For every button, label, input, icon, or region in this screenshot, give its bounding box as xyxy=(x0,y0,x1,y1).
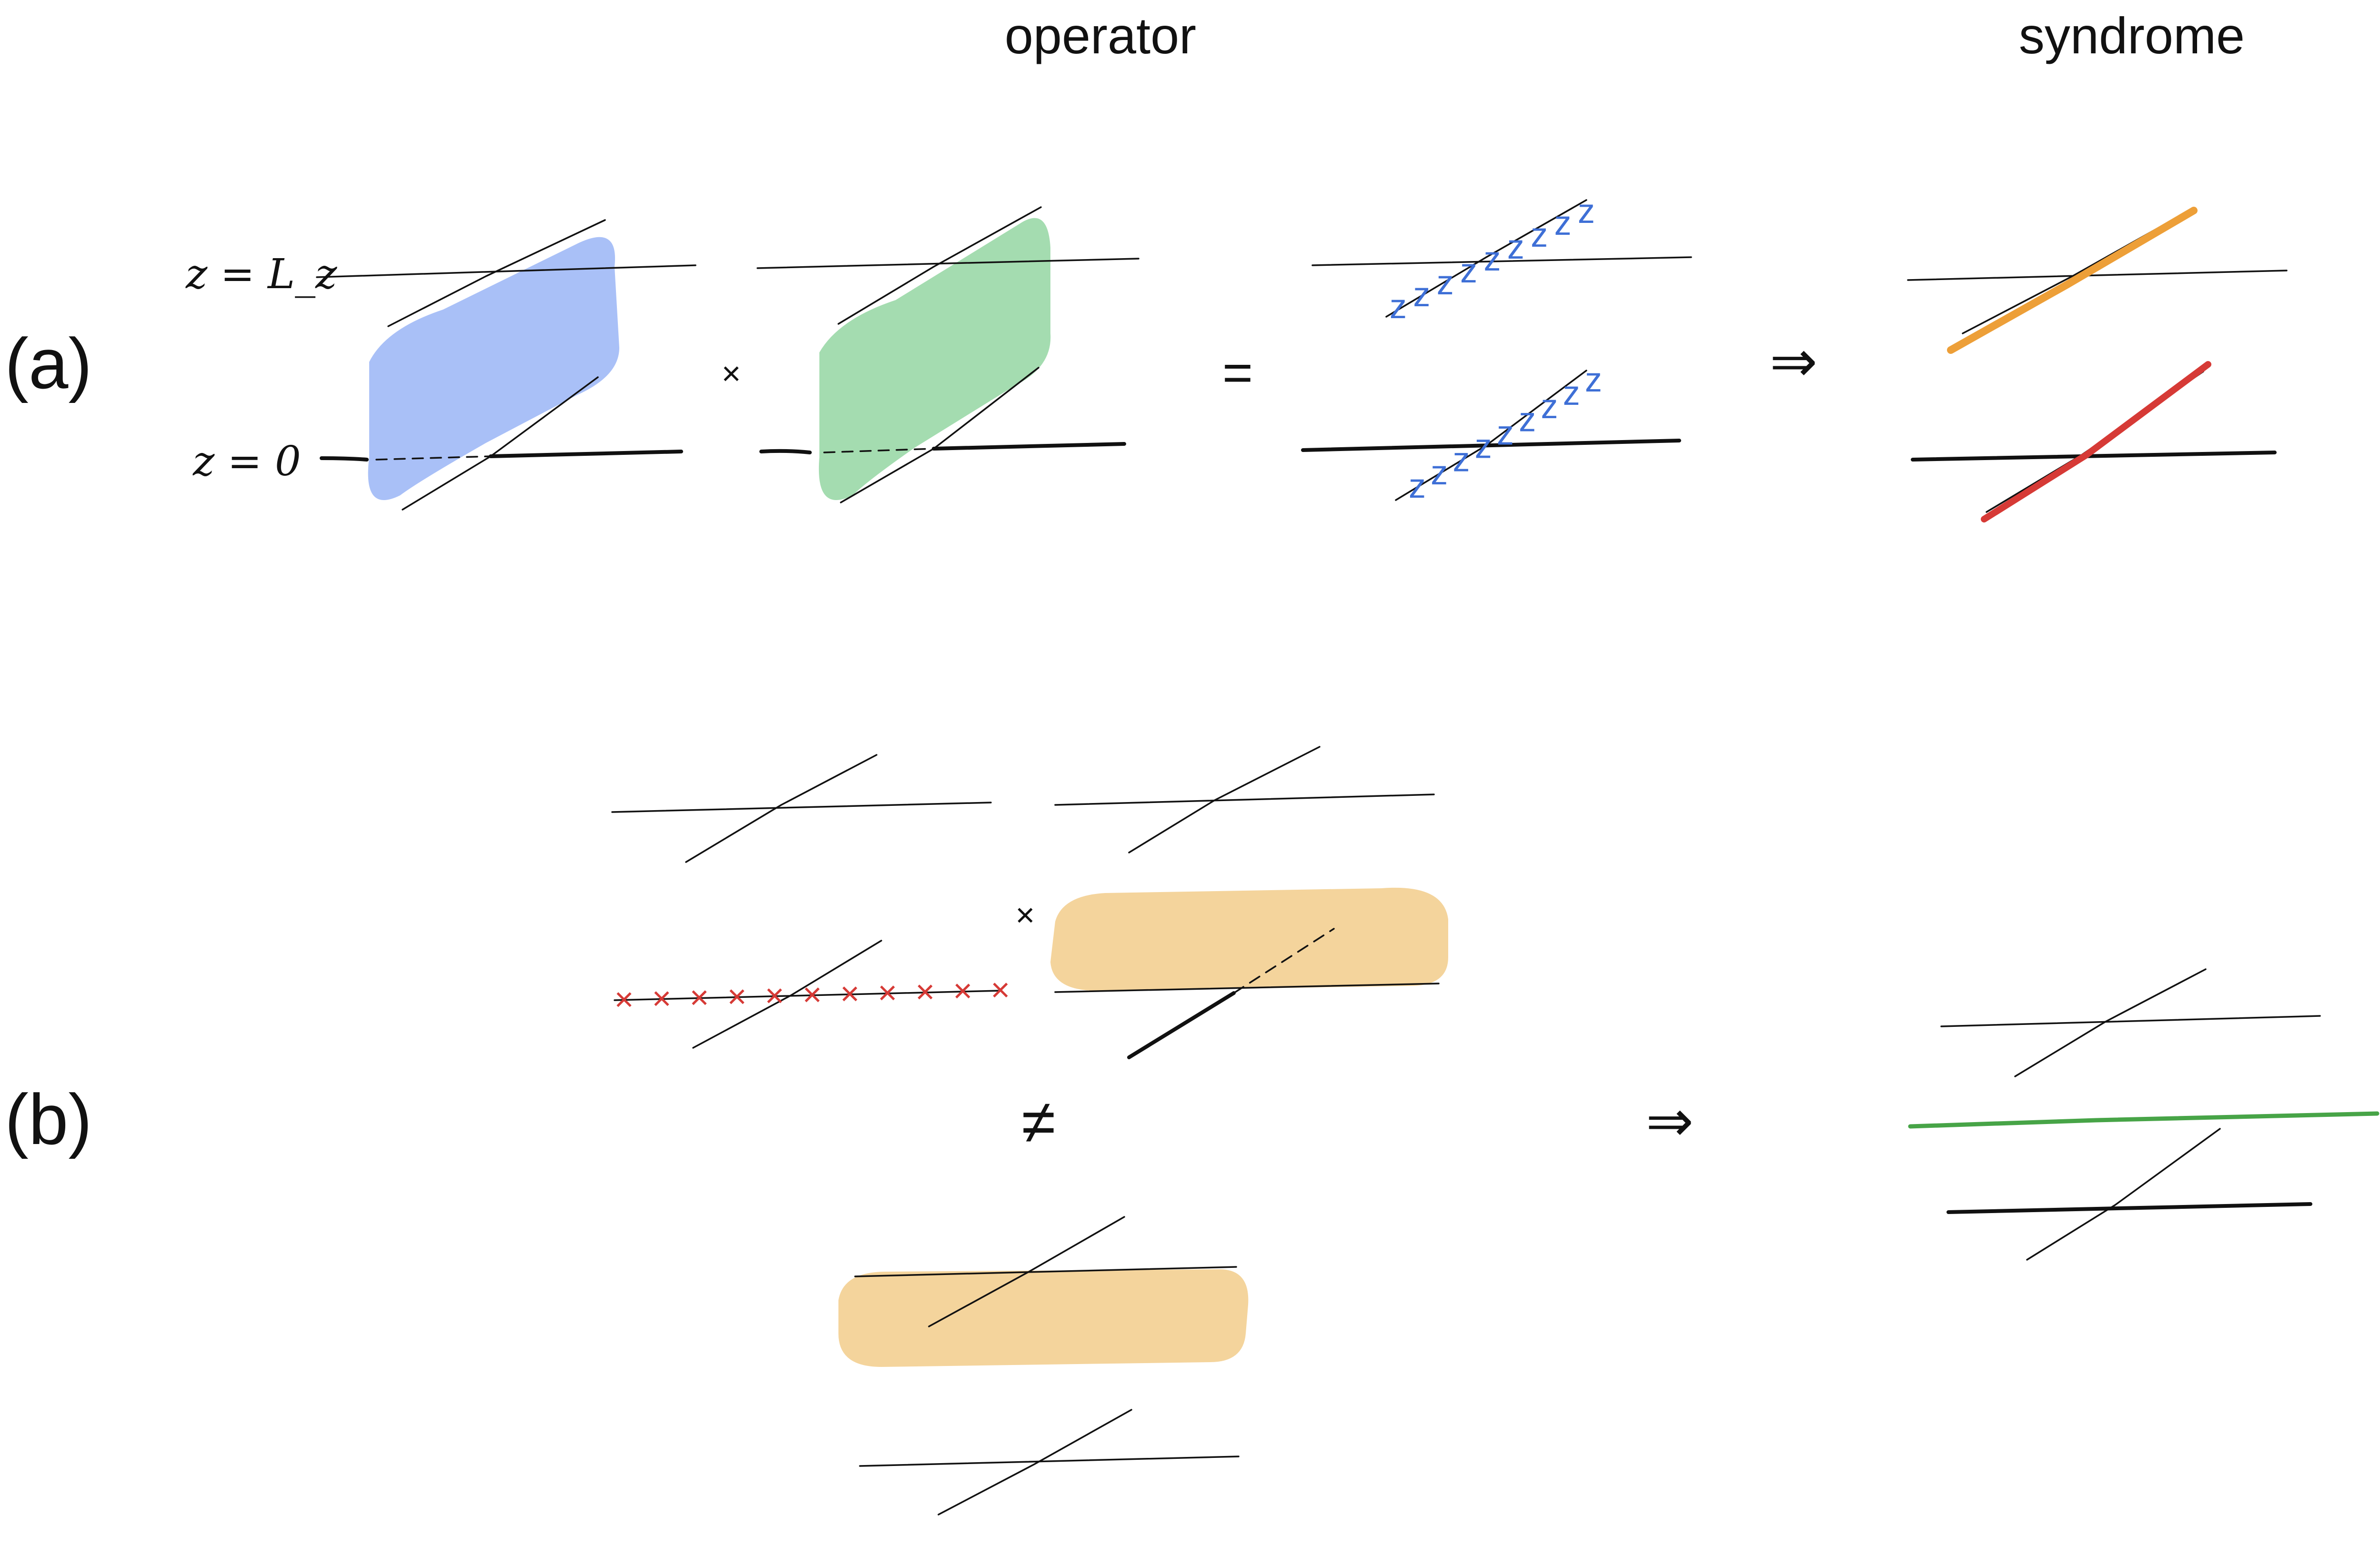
z-mark: z xyxy=(1497,414,1514,452)
x-mark: × xyxy=(765,977,785,1014)
boundary-line-bottom xyxy=(1911,451,2277,462)
diag-line-top xyxy=(837,206,1042,325)
x-mark: × xyxy=(991,971,1010,1008)
boundary-line-bottom xyxy=(614,990,1001,1001)
diag-line-bottom xyxy=(840,367,1039,503)
z-mark: z xyxy=(1390,288,1407,326)
z-mark: z xyxy=(1519,401,1536,439)
diag-line-top xyxy=(1385,199,1587,318)
diag-line-top xyxy=(1128,746,1321,853)
boundary-line-top xyxy=(756,258,1140,269)
equals-symbol-a: = xyxy=(1222,343,1253,402)
z-mark: z xyxy=(1484,240,1501,278)
z-mark: z xyxy=(1460,252,1477,290)
boundary-line-bottom xyxy=(1946,1202,2312,1214)
x-mark: × xyxy=(652,980,672,1017)
diag-line-bottom xyxy=(938,1409,1132,1516)
header-syndrome: syndrome xyxy=(2019,7,2245,64)
green-membrane xyxy=(818,218,1051,500)
boundary-line-bottom-left xyxy=(759,449,812,454)
bottom-boundary-label: z = 0 xyxy=(192,438,301,485)
boundary-line-top xyxy=(1054,793,1435,806)
z-mark: z xyxy=(1475,427,1492,465)
panel-label-a: (a) xyxy=(5,323,92,403)
x-mark: × xyxy=(727,978,747,1015)
z-mark: z xyxy=(1563,374,1580,412)
panel-a-cell-2 xyxy=(756,206,1140,503)
implies-symbol-b: ⇒ xyxy=(1646,1089,1694,1153)
boundary-line-bottom-dashed xyxy=(823,448,935,453)
orange-membrane-bottom xyxy=(838,1269,1249,1367)
panel-a-syndrome xyxy=(1907,207,2288,522)
diag-line-bottom xyxy=(402,376,599,511)
x-mark: × xyxy=(840,975,860,1012)
x-mark: × xyxy=(615,981,634,1018)
boundary-line-bottom-dashed xyxy=(375,455,492,461)
times-symbol-a: × xyxy=(722,355,741,392)
not-equal-symbol: ≠ xyxy=(1021,1087,1055,1156)
panel-b-cell-top-left: × × × × × × × × × × × xyxy=(611,754,1010,1049)
z-mark: z xyxy=(1409,467,1426,505)
z-mark: z xyxy=(1453,441,1470,479)
diag-line-bottom xyxy=(692,940,882,1049)
panel-b-cell-bottom xyxy=(838,1216,1249,1516)
x-mark: × xyxy=(953,972,973,1009)
diag-line-bottom xyxy=(2026,1128,2221,1261)
times-symbol-b: × xyxy=(1016,896,1035,934)
z-mark: z xyxy=(1531,216,1548,254)
diag-line-bottom-dashed xyxy=(1233,928,1335,994)
boundary-line-top xyxy=(1311,256,1692,266)
panel-b-syndrome xyxy=(1908,968,2380,1261)
panel-b-cell-top-right xyxy=(1050,746,1448,1059)
diag-line-top xyxy=(928,1216,1125,1327)
diag-line-bottom xyxy=(1395,370,1587,501)
boundary-line-bottom xyxy=(320,456,369,462)
boundary-line-bottom xyxy=(859,1456,1240,1467)
diag-line-top xyxy=(387,219,606,327)
boundary-line-bottom-right xyxy=(932,442,1126,451)
green-syndrome-line xyxy=(1908,1111,2380,1129)
x-mark: × xyxy=(878,974,898,1011)
boundary-line-top xyxy=(611,802,992,813)
panel-a-cell-1 xyxy=(316,219,696,511)
z-mark: z xyxy=(1541,388,1558,426)
panel-label-b: (b) xyxy=(5,1079,92,1159)
z-mark: z xyxy=(1578,192,1595,231)
diag-line-top xyxy=(2014,968,2207,1077)
blue-membrane xyxy=(368,237,619,500)
x-mark: × xyxy=(803,976,822,1013)
header-operator: operator xyxy=(1005,7,1196,64)
boundary-line-top xyxy=(854,1266,1237,1277)
boundary-line-top xyxy=(1907,270,2288,281)
diag-line-bottom xyxy=(1127,991,1236,1059)
boundary-line-bottom xyxy=(1054,983,1440,993)
boundary-line-bottom-right xyxy=(489,450,683,458)
x-string: × × × × × × × × × × × xyxy=(615,971,1010,1018)
z-mark: z xyxy=(1507,228,1524,266)
z-mark: z xyxy=(1437,264,1454,302)
x-mark: × xyxy=(690,979,709,1016)
z-mark: z xyxy=(1413,276,1430,314)
orange-membrane-top xyxy=(1050,887,1448,991)
boundary-line-top xyxy=(1940,1015,2321,1027)
red-syndrome-line xyxy=(1981,361,2211,522)
top-boundary-label: z = L_z xyxy=(185,251,337,298)
z-mark: z xyxy=(1585,361,1602,399)
z-mark: z xyxy=(1431,454,1448,492)
orange-syndrome-line xyxy=(1947,207,2198,354)
boundary-line-bottom xyxy=(1301,439,1681,452)
boundary-line-top xyxy=(316,264,696,278)
implies-symbol-a: ⇒ xyxy=(1770,330,1818,393)
z-mark: z xyxy=(1554,204,1572,242)
diag-line-top xyxy=(685,754,877,863)
x-mark: × xyxy=(916,973,935,1010)
